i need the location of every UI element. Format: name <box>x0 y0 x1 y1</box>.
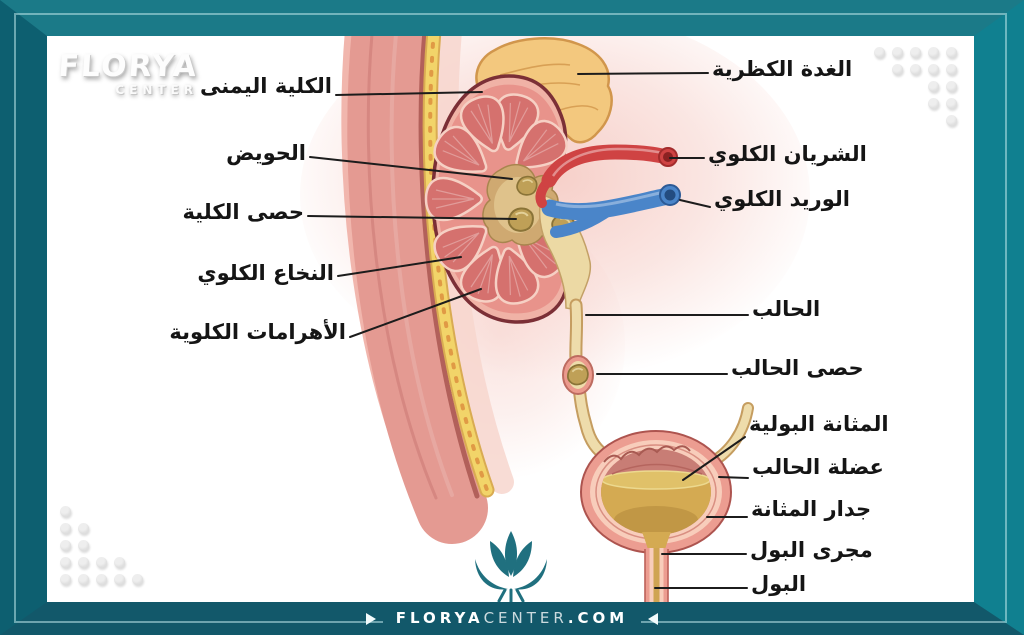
dot <box>928 81 939 92</box>
body-wall <box>341 0 514 544</box>
dot <box>946 115 957 126</box>
dot <box>928 47 939 58</box>
dot <box>892 47 903 58</box>
dot-row <box>874 47 957 58</box>
footer-brand: FLORYA <box>395 609 484 627</box>
dots-decoration-bottom-left <box>60 506 143 585</box>
dot <box>946 64 957 75</box>
footer-domain: .COM <box>567 609 629 627</box>
dot-row <box>60 506 71 517</box>
dot <box>60 506 71 517</box>
pointer-line-renal-pelvis <box>309 156 513 180</box>
dot <box>892 64 903 75</box>
dot <box>132 574 143 585</box>
footer-bar: FLORYACENTER.COM <box>0 602 1024 635</box>
dot-row <box>928 98 957 109</box>
dot <box>78 574 89 585</box>
dot-row <box>60 523 89 534</box>
dot <box>60 574 71 585</box>
renal-artery-shape <box>535 144 678 208</box>
dot <box>78 523 89 534</box>
dot <box>60 523 71 534</box>
dot <box>910 47 921 58</box>
dot <box>946 98 957 109</box>
dot <box>114 557 125 568</box>
dots-decoration-top-right <box>874 47 957 126</box>
florya-logo-subname: CENTER <box>115 83 198 97</box>
dot <box>96 574 107 585</box>
dot-row <box>892 64 957 75</box>
florya-logo-name: FLORYA <box>57 49 200 84</box>
pointer-lines <box>307 72 749 589</box>
kidney <box>424 74 575 324</box>
footer-center: CENTER <box>483 609 568 627</box>
footer-arrow-right-icon <box>365 612 376 625</box>
dot <box>78 540 89 551</box>
dot <box>114 574 125 585</box>
pointer-line-renal-medulla <box>337 256 462 277</box>
pointer-line-urinary-bladder <box>682 436 746 481</box>
dot-row <box>60 557 125 568</box>
florya-logo: FLORYA CENTER <box>57 49 200 97</box>
pointer-line-right-kidney <box>335 91 483 96</box>
dot <box>874 47 885 58</box>
footer-arrow-left-icon <box>648 612 659 625</box>
pointer-line-kidney-stone <box>307 215 517 220</box>
dot-row <box>946 115 957 126</box>
pointer-line-renal-pyramids <box>349 288 482 338</box>
dot <box>946 81 957 92</box>
bladder-shape <box>580 430 732 556</box>
dot-row <box>928 81 957 92</box>
dot-row <box>60 574 143 585</box>
renal-vein-shape <box>541 184 681 238</box>
dot <box>928 64 939 75</box>
dot <box>946 47 957 58</box>
dot <box>96 557 107 568</box>
dot-row <box>60 540 89 551</box>
dot <box>60 540 71 551</box>
footer-website: FLORYACENTER.COM <box>382 609 642 628</box>
urethra-shape <box>644 548 669 604</box>
dot <box>60 557 71 568</box>
dot <box>928 98 939 109</box>
plant-logo-icon <box>475 531 547 603</box>
pointer-line-adrenal-gland <box>577 72 709 75</box>
pointer-line-renal-vein <box>679 199 711 208</box>
dot <box>910 64 921 75</box>
dot <box>78 557 89 568</box>
pointer-line-ureter-muscle <box>718 476 749 479</box>
